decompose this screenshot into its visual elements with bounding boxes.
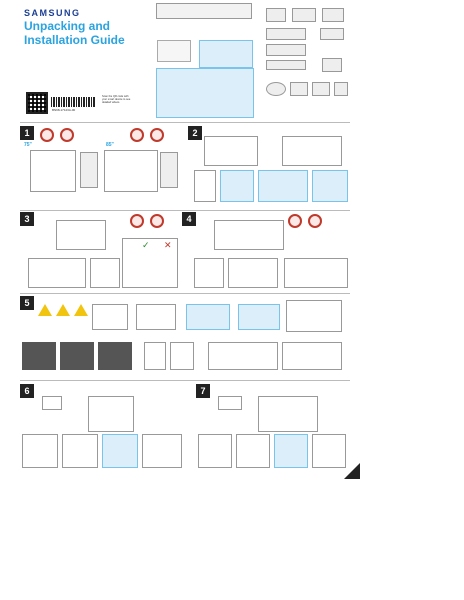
- guide-title: Unpacking and Installation Guide: [24, 19, 125, 47]
- qr-code: [26, 92, 48, 114]
- part-7: [266, 60, 306, 70]
- part-8: [322, 58, 342, 72]
- step3-detail: [28, 258, 86, 288]
- step-number-4: 4: [182, 212, 196, 226]
- step5-detail-7: [282, 342, 342, 370]
- connect-box: [199, 40, 253, 68]
- step7-d: [312, 434, 346, 468]
- step-number-3: 3: [20, 212, 34, 226]
- size-85: 85": [106, 142, 114, 148]
- size-75: 75": [24, 142, 32, 148]
- stand-assembly-2: [136, 304, 176, 330]
- tv-6: [88, 396, 134, 432]
- tv-stand-insert-4: [214, 220, 284, 250]
- tv-facedown-2: [282, 136, 342, 166]
- step2-b: [220, 170, 254, 202]
- step5-detail-6: [208, 342, 278, 370]
- step6-d: [142, 434, 182, 468]
- prohibited-icon: [130, 214, 144, 228]
- prohibited-icon: [150, 128, 164, 142]
- tv-7: [258, 396, 318, 432]
- step-number-5: 5: [20, 296, 34, 310]
- part-10: [312, 82, 330, 96]
- step3-check: [122, 238, 178, 288]
- prohibited-icon: [308, 214, 322, 228]
- step-number-2: 2: [188, 126, 202, 140]
- parts-stack: [80, 152, 98, 188]
- part-4: [266, 28, 306, 40]
- step7-c: [274, 434, 308, 468]
- stand-assembly-3: [186, 304, 230, 330]
- prohibited-icon: [150, 214, 164, 228]
- remote-info-box: [157, 40, 191, 62]
- brand-logo: SAMSUNG: [24, 8, 81, 18]
- tv-illustration: [156, 3, 252, 19]
- prohibited-icon: [40, 128, 54, 142]
- step5-detail-4: [144, 342, 166, 370]
- barcode-text: BN68-17123A-00: [52, 108, 76, 112]
- step7-b: [236, 434, 270, 468]
- barcode: [51, 97, 96, 107]
- page-corner-marker: [344, 463, 360, 479]
- tv-stand-insert: [56, 220, 106, 250]
- part-6: [266, 44, 306, 56]
- tv-facedown: [204, 136, 258, 166]
- step6-b: [62, 434, 98, 468]
- step5-detail-5: [170, 342, 194, 370]
- part-1: [266, 8, 286, 22]
- parts-stack: [160, 152, 178, 188]
- stand-6: [42, 396, 62, 410]
- part-9: [290, 82, 308, 96]
- step5-detail-3: [98, 342, 132, 370]
- step6-c: [102, 434, 138, 468]
- cable-coil: [266, 82, 286, 96]
- prohibited-icon: [288, 214, 302, 228]
- warning-icon: [74, 304, 88, 316]
- button-map: [156, 68, 254, 118]
- part-5: [320, 28, 344, 40]
- step2-d: [312, 170, 348, 202]
- stand-assembly-1: [92, 304, 128, 330]
- step6-a: [22, 434, 58, 468]
- warning-icon: [56, 304, 70, 316]
- box-unpack-85: [104, 150, 158, 192]
- stand-7: [218, 396, 242, 410]
- step-number-6: 6: [20, 384, 34, 398]
- prohibited-icon: [60, 128, 74, 142]
- step-number-1: 1: [20, 126, 34, 140]
- part-2: [292, 8, 316, 22]
- step5-detail-2: [60, 342, 94, 370]
- step2-c: [258, 170, 308, 202]
- step4-a: [194, 258, 224, 288]
- step-number-7: 7: [196, 384, 210, 398]
- step4-b: [228, 258, 278, 288]
- step5-detail-1: [22, 342, 56, 370]
- box-unpack-75: [30, 150, 76, 192]
- warning-icon: [38, 304, 52, 316]
- stand-assembly-5: [286, 300, 342, 332]
- step7-a: [198, 434, 232, 468]
- check-icon: ✓: [142, 240, 150, 250]
- step3-detail-2: [90, 258, 120, 288]
- prohibited-icon: [130, 128, 144, 142]
- cross-icon: ✕: [164, 240, 172, 250]
- step4-c: [284, 258, 348, 288]
- qr-note: Scan the QR code with your smart device …: [102, 95, 131, 104]
- stand-assembly-4: [238, 304, 280, 330]
- part-3: [322, 8, 344, 22]
- step2-a: [194, 170, 216, 202]
- part-11: [334, 82, 348, 96]
